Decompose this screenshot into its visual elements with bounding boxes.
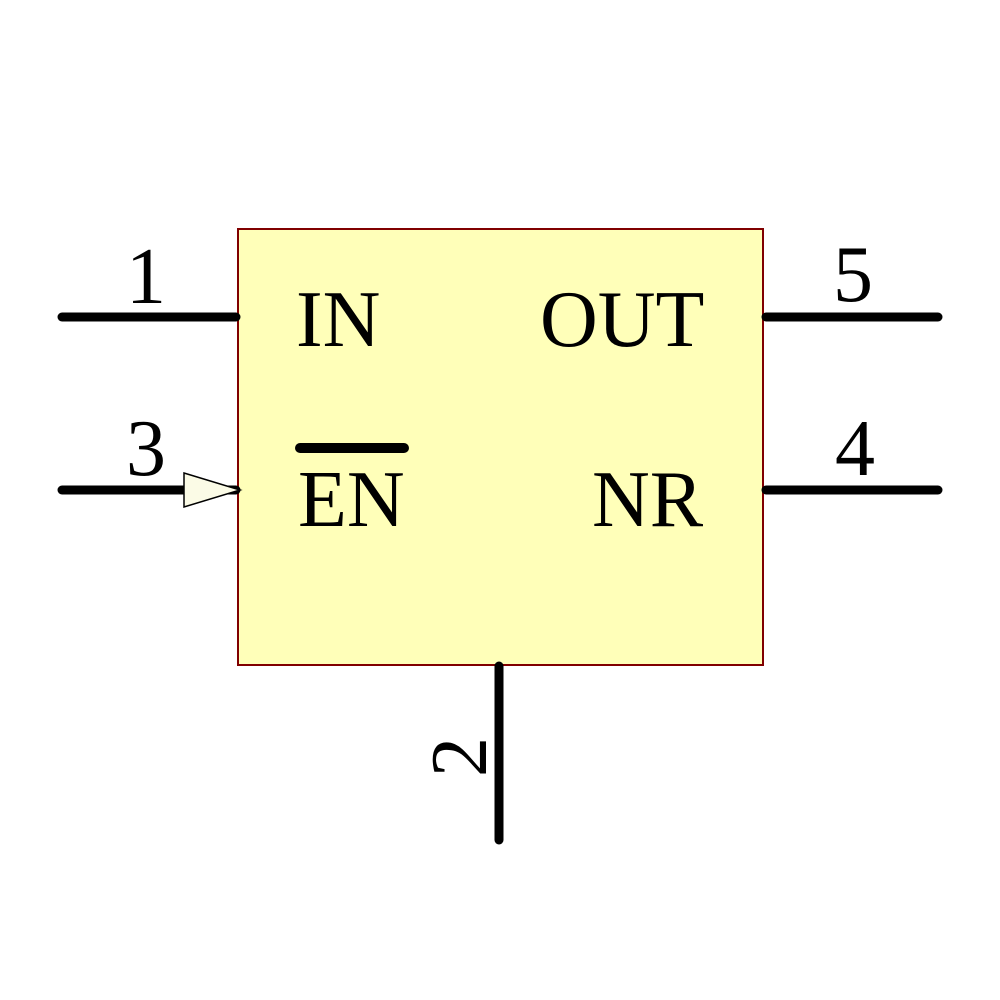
pin-label-en: EN [298, 456, 405, 544]
pin-number-1: 1 [126, 233, 166, 321]
pin-number-5: 5 [833, 231, 873, 319]
pin-number-4: 4 [835, 405, 875, 493]
pin-label-out: OUT [540, 276, 704, 364]
pin-label-nr: NR [592, 456, 704, 544]
pin-number-2: 2 [416, 737, 504, 777]
pin-number-3: 3 [126, 405, 166, 493]
input-direction-triangle-icon [183, 471, 243, 509]
pin-label-in: IN [296, 276, 380, 364]
